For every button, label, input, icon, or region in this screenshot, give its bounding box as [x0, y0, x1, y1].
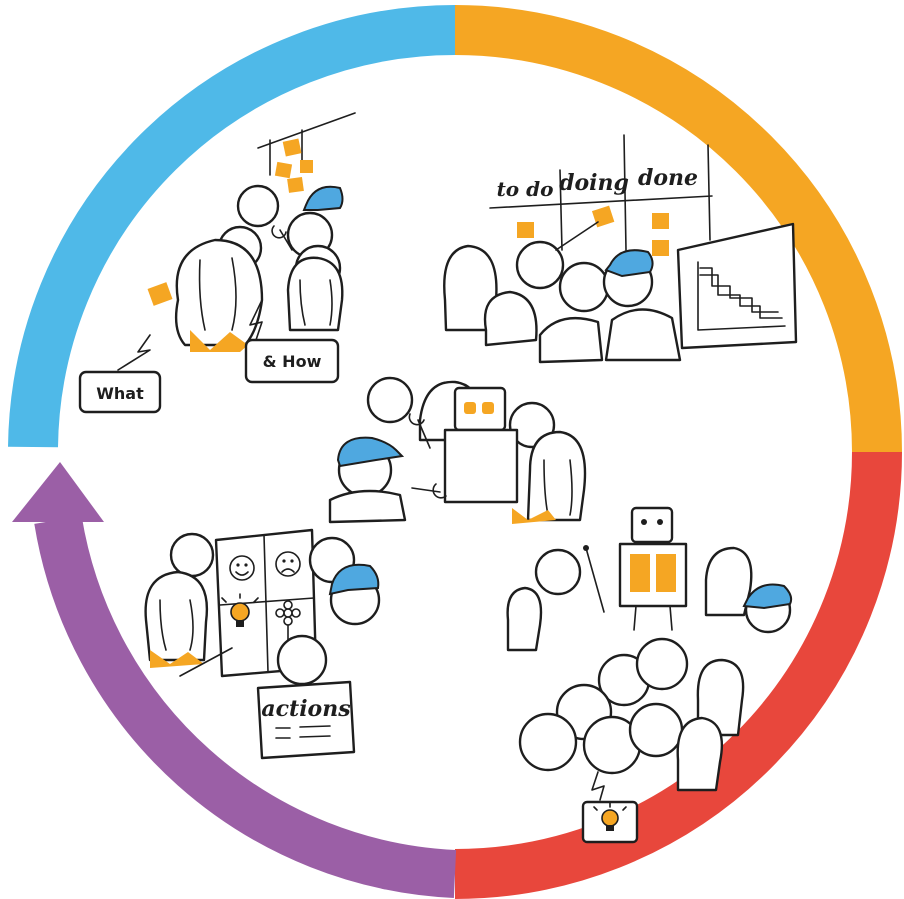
- baseball-cap-icon: [742, 583, 793, 610]
- baseball-cap-icon: [604, 249, 654, 278]
- person-head: [169, 532, 215, 578]
- board-column-doing: doing: [559, 170, 629, 196]
- how-label: & How: [263, 352, 322, 371]
- actions-sign: actions: [256, 680, 356, 760]
- person-head: [366, 376, 414, 424]
- speech-zigzag: [117, 334, 151, 371]
- raised-arm: [555, 221, 599, 251]
- person-body: [538, 316, 604, 364]
- person-head: [635, 637, 689, 691]
- smiley-icon: [229, 555, 255, 581]
- build-arc: [454, 451, 902, 899]
- robot-panel: [656, 554, 676, 592]
- person-head: [276, 634, 328, 686]
- lightbulb-icon: [221, 593, 259, 627]
- sticky-note-icon: [274, 161, 293, 179]
- speech-zigzag: [249, 299, 263, 341]
- wrench-icon: [411, 483, 447, 499]
- refinement-scene: What & How: [78, 112, 356, 414]
- sticky-note-icon: [300, 160, 313, 173]
- plan-arc: [454, 5, 902, 453]
- what-label: What: [96, 384, 144, 403]
- robot-eye: [482, 402, 494, 414]
- robot-icon: [618, 506, 688, 631]
- sticky-note-icon: [652, 240, 669, 256]
- person-with-long-hair: [174, 238, 264, 347]
- person-with-long-hair: [286, 256, 344, 332]
- sticky-note-icon: [652, 213, 669, 229]
- person-head: [558, 261, 610, 313]
- sticky-note-icon: [287, 176, 304, 193]
- person-with-long-hair: [526, 430, 587, 522]
- robot-panel: [630, 554, 650, 592]
- person-head: [515, 240, 565, 290]
- retrospective-scene: actions: [144, 528, 381, 760]
- wrench-icon: [271, 225, 293, 251]
- cycle-arrow-icon: [12, 462, 104, 522]
- collar: [512, 508, 556, 524]
- refine-arc: [8, 5, 456, 448]
- pointing-arm: [179, 647, 233, 677]
- actions-sign-label: actions: [261, 696, 350, 722]
- person-body: [328, 489, 407, 524]
- lightbulb-icon: [593, 802, 627, 831]
- speech-zigzag: [591, 771, 605, 801]
- baseball-cap-icon: [328, 563, 380, 596]
- sticky-note-icon: [517, 222, 534, 238]
- person-with-long-hair: [483, 290, 538, 347]
- robot-icon: [443, 386, 519, 504]
- collar: [150, 650, 204, 668]
- robot-eye: [464, 402, 476, 414]
- person-with-long-hair: [696, 658, 745, 737]
- board-column-todo: to do: [497, 177, 554, 201]
- person-with-long-hair: [144, 570, 209, 662]
- cycle-ring: [8, 5, 902, 899]
- baseball-cap-icon: [302, 185, 344, 211]
- frowny-icon: [275, 551, 301, 577]
- person-head: [518, 712, 578, 772]
- demo-scene: [506, 506, 793, 844]
- how-bubble: & How: [244, 338, 340, 384]
- retro-arc: [34, 516, 457, 898]
- person-with-long-hair: [704, 546, 753, 617]
- idea-bubble: [581, 800, 639, 844]
- what-bubble: What: [78, 370, 162, 414]
- person-with-long-hair: [506, 586, 543, 652]
- person-head: [628, 702, 684, 758]
- wrench-icon: [408, 413, 431, 449]
- baseball-cap-icon: [336, 436, 405, 468]
- flower-icon: [275, 600, 301, 641]
- collar: [190, 330, 248, 352]
- burndown-chart-icon: [676, 222, 798, 350]
- person-head: [236, 184, 280, 228]
- sticky-note-icon: [147, 282, 173, 306]
- board-column-done: done: [638, 165, 698, 191]
- sprint-board-scene: to do doing done: [443, 134, 798, 364]
- pointer-stick: [585, 547, 605, 613]
- person-with-long-hair: [676, 716, 724, 792]
- robot-build-scene: [328, 376, 587, 524]
- person-body: [604, 308, 682, 362]
- sticky-note-icon: [282, 138, 302, 157]
- person-head: [534, 548, 582, 596]
